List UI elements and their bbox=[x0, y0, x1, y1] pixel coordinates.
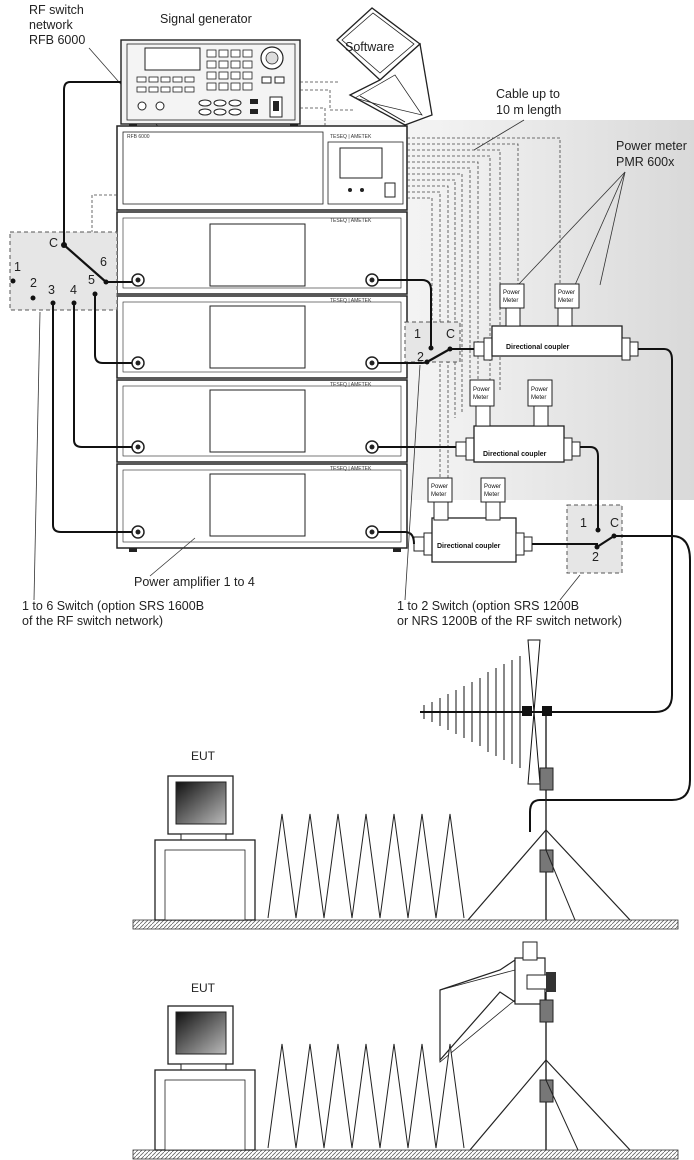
svg-text:TESEQ | AMETEK: TESEQ | AMETEK bbox=[330, 134, 372, 140]
svg-text:TESEQ | AMETEK: TESEQ | AMETEK bbox=[330, 298, 372, 304]
svg-text:Meter: Meter bbox=[531, 395, 546, 401]
switch-1to2-upper: 1 C 2 bbox=[404, 321, 461, 365]
svg-text:C: C bbox=[610, 516, 619, 530]
absorbers-1 bbox=[267, 813, 465, 919]
svg-text:6: 6 bbox=[100, 255, 107, 269]
switch-1to2-lower: 1 C 2 bbox=[566, 504, 623, 574]
svg-text:PMR 600x: PMR 600x bbox=[616, 155, 675, 169]
svg-text:Power meter: Power meter bbox=[616, 139, 687, 153]
power-amplifier-4: TESEQ | AMETEK bbox=[116, 463, 408, 552]
svg-text:Directional coupler: Directional coupler bbox=[506, 344, 570, 351]
svg-text:2: 2 bbox=[30, 276, 37, 290]
power-amplifier-label: Power amplifier 1 to 4 bbox=[134, 575, 255, 589]
svg-text:4: 4 bbox=[70, 283, 77, 297]
svg-text:1 to 6 Switch (option SRS 1600: 1 to 6 Switch (option SRS 1600B bbox=[22, 599, 204, 613]
rf-switch-network-label: RF switch network RFB 6000 bbox=[29, 3, 85, 47]
switch-1to2-label: 1 to 2 Switch (option SRS 1200B or NRS 1… bbox=[397, 599, 622, 628]
svg-text:10 m length: 10 m length bbox=[496, 103, 561, 117]
eut-computer-1 bbox=[154, 775, 256, 921]
directional-coupler-3: Directional coupler Power Meter Power Me… bbox=[413, 477, 533, 563]
svg-text:RF switch: RF switch bbox=[29, 3, 84, 17]
svg-text:C: C bbox=[446, 327, 455, 341]
svg-text:Power: Power bbox=[431, 484, 448, 490]
signal-generator-label: Signal generator bbox=[160, 12, 252, 26]
rf-cables bbox=[52, 81, 691, 832]
svg-text:2: 2 bbox=[417, 350, 424, 364]
tripod-1 bbox=[467, 716, 631, 921]
svg-text:Power: Power bbox=[484, 484, 501, 490]
power-amplifier-3: TESEQ | AMETEK bbox=[116, 379, 408, 463]
svg-text:Meter: Meter bbox=[473, 395, 488, 401]
software-label: Software bbox=[345, 40, 394, 54]
svg-text:Cable up to: Cable up to bbox=[496, 87, 560, 101]
power-amplifier-2: TESEQ | AMETEK bbox=[116, 295, 408, 379]
switch2a-leader bbox=[404, 364, 421, 601]
svg-text:Meter: Meter bbox=[431, 492, 446, 498]
svg-text:RFB 6000: RFB 6000 bbox=[29, 33, 85, 47]
svg-text:1: 1 bbox=[580, 516, 587, 530]
svg-text:1: 1 bbox=[414, 327, 421, 341]
cable-label: Cable up to 10 m length bbox=[496, 87, 561, 117]
laptop-icon bbox=[336, 7, 433, 126]
svg-text:3: 3 bbox=[48, 283, 55, 297]
svg-text:Power: Power bbox=[558, 290, 575, 296]
svg-text:Meter: Meter bbox=[503, 298, 518, 304]
eut-label-1: EUT bbox=[191, 749, 216, 763]
svg-text:Power: Power bbox=[503, 290, 520, 296]
svg-text:or NRS 1200B of the RF switch: or NRS 1200B of the RF switch network) bbox=[397, 614, 622, 628]
svg-text:Power: Power bbox=[473, 387, 490, 393]
svg-text:TESEQ | AMETEK: TESEQ | AMETEK bbox=[330, 466, 372, 472]
rf-switch-network-unit: RFB 6000 TESEQ | AMETEK bbox=[116, 125, 408, 211]
svg-text:1 to 2 Switch (option SRS 1200: 1 to 2 Switch (option SRS 1200B bbox=[397, 599, 579, 613]
svg-text:5: 5 bbox=[88, 273, 95, 287]
cable-leader bbox=[473, 119, 525, 151]
power-meter-leaders bbox=[517, 171, 626, 286]
svg-text:Meter: Meter bbox=[558, 298, 573, 304]
eut-label-2: EUT bbox=[191, 981, 216, 995]
power-meter-label: Power meter PMR 600x bbox=[616, 139, 687, 169]
svg-text:Directional coupler: Directional coupler bbox=[437, 543, 501, 550]
horn-antenna bbox=[439, 941, 556, 1063]
floor-1 bbox=[132, 919, 679, 930]
signal-generator bbox=[120, 39, 301, 128]
absorbers-2 bbox=[267, 1043, 465, 1149]
floor-2 bbox=[132, 1149, 679, 1160]
eut-computer-2 bbox=[154, 1005, 256, 1151]
switch-1to6-label: 1 to 6 Switch (option SRS 1600B of the R… bbox=[22, 599, 204, 628]
pa-leader bbox=[149, 537, 196, 577]
svg-text:Power: Power bbox=[531, 387, 548, 393]
svg-text:of the RF switch network): of the RF switch network) bbox=[22, 614, 163, 628]
switch2b-leader bbox=[559, 574, 581, 601]
power-amplifier-1: TESEQ | AMETEK bbox=[116, 211, 408, 295]
svg-text:1: 1 bbox=[14, 260, 21, 274]
svg-text:network: network bbox=[29, 18, 74, 32]
switch6-leader bbox=[33, 311, 41, 601]
directional-coupler-2: Directional coupler Power Meter Power Me… bbox=[455, 379, 581, 463]
svg-text:TESEQ | AMETEK: TESEQ | AMETEK bbox=[330, 382, 372, 388]
tripod-2 bbox=[469, 992, 631, 1151]
svg-text:C: C bbox=[49, 236, 58, 250]
log-periodic-antenna bbox=[420, 639, 560, 785]
svg-text:Meter: Meter bbox=[484, 492, 499, 498]
svg-text:2: 2 bbox=[592, 550, 599, 564]
svg-text:TESEQ | AMETEK: TESEQ | AMETEK bbox=[330, 218, 372, 224]
svg-text:RFB 6000: RFB 6000 bbox=[127, 134, 150, 140]
svg-text:Directional coupler: Directional coupler bbox=[483, 451, 547, 458]
